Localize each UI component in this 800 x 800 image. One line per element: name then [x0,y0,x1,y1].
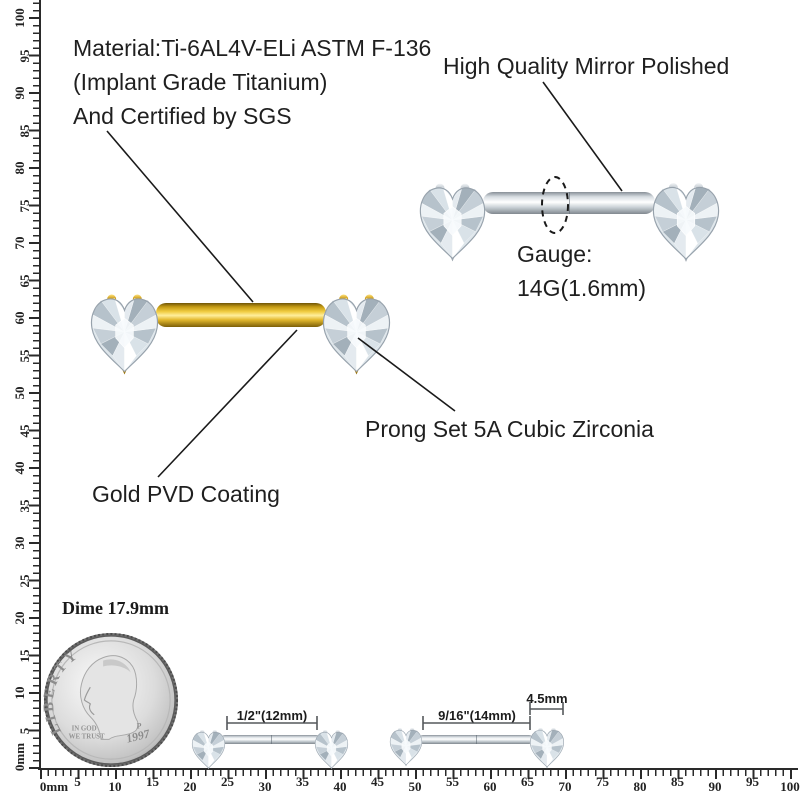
v-ruler-label: 5 [17,727,32,734]
line-mirror-to-silver-bar [542,81,623,192]
gold-barbell-bar [156,303,326,327]
v-ruler-label: 75 [17,199,32,212]
v-ruler-label: 15 [17,649,32,662]
gem-width-label: 4.5mm [526,691,568,706]
v-ruler-label: 55 [17,349,32,362]
horizontal-ruler-line [38,768,798,770]
line-gold-bar-to-coating [157,329,298,478]
small-barbell1-bar [221,735,320,744]
gold-heart-gem-right [319,291,394,377]
v-ruler-label: 45 [17,424,32,437]
h-ruler-label: 15 [146,774,159,789]
material-line-2: (Implant Grade Titanium) [73,69,328,95]
v-ruler-label: 0mm [12,742,27,772]
bar1-length-label: 1/2"(12mm) [236,708,308,723]
h-ruler-label: 95 [746,774,759,789]
horizontal-ruler-major-ticks [40,770,797,779]
h-ruler-label: 65 [521,774,534,789]
small2-heart-gem-right [528,727,566,769]
gauge-label: Gauge: [517,241,593,267]
material-text: Material:Ti-6AL4V-ELi ASTM F-136 (Implan… [73,31,431,133]
v-ruler-label: 100 [12,8,27,28]
vertical-ruler-line [38,0,41,770]
coin-motto-2: WE TRUST [69,733,105,740]
v-ruler-label: 60 [12,311,27,325]
h-ruler-label: 85 [671,774,684,789]
h-ruler-label: 50 [408,779,422,794]
prong-text: Prong Set 5A Cubic Zirconia [365,416,654,442]
vertical-ruler-major-ticks [29,0,39,769]
coin-motto-1: IN GOD [72,726,97,733]
v-ruler-label: 95 [17,49,32,62]
gauge-text: Gauge: 14G(1.6mm) [517,237,646,305]
coin-mint-mark: P [137,722,142,731]
roosevelt-profile [79,655,139,740]
line-material-to-gold-bar [106,130,254,303]
dime-label: Dime 17.9mm [62,598,169,618]
small1-heart-gem-left [190,729,227,770]
silver-heart-gem-right [649,180,723,264]
small-barbell2-bar [419,735,533,744]
gold-heart-gem-left [87,291,162,377]
h-ruler-label: 75 [596,774,609,789]
h-ruler-label: 5 [74,774,81,789]
silver-heart-gem-left [416,180,489,264]
h-ruler-label: 100 [780,779,800,794]
v-ruler-label: 30 [12,536,27,550]
h-ruler-label: 70 [558,779,572,794]
h-ruler-label: 60 [483,779,497,794]
v-ruler-label: 65 [17,274,32,287]
h-ruler-label: 80 [633,779,647,794]
h-ruler-label: 25 [221,774,234,789]
v-ruler-label: 25 [17,574,32,587]
dime-coin: LIBERTY IN GOD WE TRUST P 1997 [41,631,180,769]
h-ruler-label: 30 [258,779,272,794]
h-ruler-label: 40 [333,779,347,794]
material-line-1: Material:Ti-6AL4V-ELi ASTM F-136 [73,35,432,61]
v-ruler-label: 35 [17,499,32,512]
small1-heart-gem-right [313,729,350,770]
h-ruler-label: 35 [296,774,309,789]
h-ruler-label: 20 [183,779,197,794]
silver-barbell-bar [483,192,655,214]
small2-heart-gem-left [388,727,424,767]
bar2-length-label: 9/16"(14mm) [438,708,516,723]
v-ruler-label: 70 [12,236,27,250]
h-ruler-label: 10 [108,779,122,794]
gauge-value: 14G(1.6mm) [517,275,647,301]
coating-text: Gold PVD Coating [92,481,280,507]
h-ruler-label: 90 [708,779,722,794]
h-ruler-label: 0mm [39,779,69,794]
coin-year: 1997 [125,726,152,746]
v-ruler-label: 80 [12,161,27,175]
v-ruler-label: 50 [12,386,27,400]
h-ruler-label: 45 [371,774,384,789]
v-ruler-label: 20 [12,611,27,625]
v-ruler-label: 10 [12,686,27,700]
material-line-3: And Certified by SGS [73,103,292,129]
h-ruler-label: 55 [446,774,459,789]
mirror-polished-text: High Quality Mirror Polished [443,53,730,79]
v-ruler-label: 40 [12,461,27,475]
v-ruler-label: 85 [17,124,32,137]
v-ruler-label: 90 [12,86,27,100]
